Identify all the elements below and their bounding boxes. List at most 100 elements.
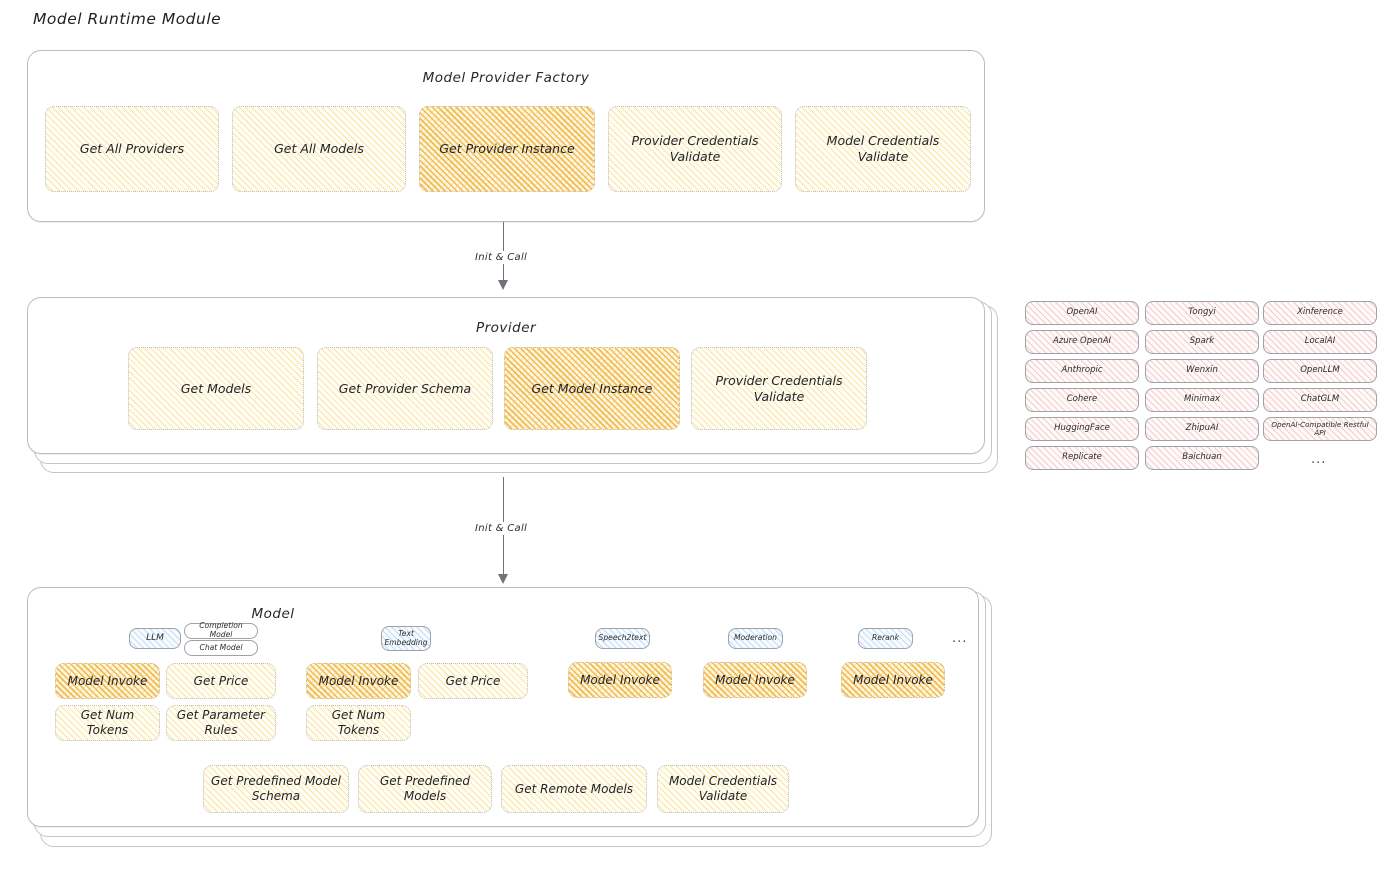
- rerank-op-model-invoke[interactable]: Model Invoke: [841, 662, 945, 698]
- llm-op-model-invoke[interactable]: Model Invoke: [55, 663, 160, 699]
- provider-pill-label: Minimax: [1184, 394, 1220, 405]
- provider-pill-xinference[interactable]: Xinference: [1263, 301, 1377, 325]
- provider-pill-label: Wenxin: [1186, 365, 1218, 376]
- op-label: Get Price: [193, 673, 249, 688]
- provider-node-label: Get Provider Schema: [338, 380, 472, 396]
- text-embedding-op-get-price[interactable]: Get Price: [418, 663, 528, 699]
- factory-node-get-provider-instance[interactable]: Get Provider Instance: [419, 106, 595, 192]
- provider-pill-spark[interactable]: Spark: [1145, 330, 1259, 354]
- provider-pill-label: Baichuan: [1182, 452, 1222, 463]
- provider-node-provider-credentials-validate[interactable]: Provider Credentials Validate: [691, 347, 867, 430]
- model-title: Model: [251, 606, 295, 622]
- provider-pill-openai[interactable]: OpenAI: [1025, 301, 1139, 325]
- provider-pill-openai-compatible-restful-api[interactable]: OpenAI-Compatible Restful API: [1263, 417, 1377, 441]
- model-type-label: Moderation: [733, 633, 777, 643]
- provider-pill-label: Anthropic: [1061, 365, 1103, 376]
- op-label: Get Predefined Models: [379, 774, 471, 803]
- factory-node-label: Get All Models: [274, 141, 364, 157]
- factory-node-get-all-models[interactable]: Get All Models: [232, 106, 406, 192]
- provider-pill-label: ZhipuAI: [1185, 423, 1219, 434]
- text-embedding-op-model-invoke[interactable]: Model Invoke: [306, 663, 411, 699]
- speech2text-op-model-invoke[interactable]: Model Invoke: [568, 662, 672, 698]
- factory-node-model-credentials-validate[interactable]: Model Credentials Validate: [795, 106, 971, 192]
- model-type-label: Rerank: [872, 633, 899, 643]
- op-label: Model Invoke: [580, 672, 660, 687]
- arrow-factory-to-provider-label: Init & Call: [470, 251, 533, 264]
- model-common-op-get-predefined-model-schema[interactable]: Get Predefined Model Schema: [203, 765, 349, 813]
- provider-pill-chatglm[interactable]: ChatGLM: [1263, 388, 1377, 412]
- arrow-provider-to-model-head: [498, 574, 508, 584]
- provider-pill-label: Azure OpenAI: [1052, 336, 1112, 347]
- factory-node-label: Model Credentials Validate: [826, 133, 940, 164]
- provider-pill-label: Xinference: [1297, 307, 1343, 318]
- model-type-pill-llm[interactable]: LLM: [129, 628, 181, 649]
- model-types-more: ...: [952, 631, 968, 646]
- llm-op-get-price[interactable]: Get Price: [166, 663, 276, 699]
- provider-pill-replicate[interactable]: Replicate: [1025, 446, 1139, 470]
- provider-node-get-provider-schema[interactable]: Get Provider Schema: [317, 347, 493, 430]
- provider-pill-label: Replicate: [1062, 452, 1102, 463]
- op-label: Model Invoke: [67, 673, 148, 688]
- model-subtype-label: Completion Model: [199, 621, 243, 639]
- provider-node-label: Get Model Instance: [531, 380, 653, 396]
- model-type-label: LLM: [146, 633, 164, 644]
- model-type-pill-text-embedding[interactable]: Text Embedding: [381, 626, 431, 651]
- provider-pill-minimax[interactable]: Minimax: [1145, 388, 1259, 412]
- provider-pill-azure-openai[interactable]: Azure OpenAI: [1025, 330, 1139, 354]
- llm-op-get-parameter-rules[interactable]: Get Parameter Rules: [166, 705, 276, 741]
- model-common-op-get-predefined-models[interactable]: Get Predefined Models: [358, 765, 492, 813]
- provider-pill-wenxin[interactable]: Wenxin: [1145, 359, 1259, 383]
- model-subtype-pill-completion-model[interactable]: Completion Model: [184, 621, 258, 639]
- arrow-provider-to-model-label: Init & Call: [470, 522, 533, 535]
- model-provider-factory-title: Model Provider Factory: [422, 70, 590, 86]
- model-subtype-label: Chat Model: [199, 642, 243, 652]
- provider-pill-label: OpenAI-Compatible Restful API: [1271, 419, 1369, 437]
- provider-pill-tongyi[interactable]: Tongyi: [1145, 301, 1259, 325]
- provider-node-label: Provider Credentials Validate: [715, 372, 843, 404]
- model-type-pill-speech2text[interactable]: Speech2text: [595, 628, 650, 649]
- op-label: Get Predefined Model Schema: [211, 774, 341, 803]
- provider-pill-label: HuggingFace: [1054, 423, 1110, 434]
- provider-node-get-models[interactable]: Get Models: [128, 347, 304, 430]
- provider-pill-zhipuai[interactable]: ZhipuAI: [1145, 417, 1259, 441]
- provider-pill-baichuan[interactable]: Baichuan: [1145, 446, 1259, 470]
- provider-pill-cohere[interactable]: Cohere: [1025, 388, 1139, 412]
- factory-node-get-all-providers[interactable]: Get All Providers: [45, 106, 219, 192]
- llm-op-get-num-tokens[interactable]: Get Num Tokens: [55, 705, 160, 741]
- provider-pill-label: ChatGLM: [1300, 394, 1340, 405]
- provider-pill-label: OpenLLM: [1300, 365, 1340, 376]
- factory-node-provider-credentials-validate[interactable]: Provider Credentials Validate: [608, 106, 782, 192]
- provider-pill-label: Cohere: [1066, 394, 1098, 405]
- provider-pill-openllm[interactable]: OpenLLM: [1263, 359, 1377, 383]
- factory-node-label: Get All Providers: [79, 141, 185, 157]
- op-label: Model Credentials Validate: [668, 774, 778, 803]
- provider-node-label: Get Models: [180, 380, 252, 396]
- page-title: Model Runtime Module: [33, 10, 222, 28]
- provider-pill-label: LocalAI: [1304, 336, 1336, 347]
- provider-pill-localai[interactable]: LocalAI: [1263, 330, 1377, 354]
- provider-node-get-model-instance[interactable]: Get Model Instance: [504, 347, 680, 430]
- op-label: Model Invoke: [715, 672, 795, 687]
- op-label: Get Num Tokens: [331, 708, 386, 737]
- model-common-op-model-credentials-validate[interactable]: Model Credentials Validate: [657, 765, 789, 813]
- provider-pill-label: Spark: [1189, 336, 1215, 347]
- provider-list-more: ...: [1311, 452, 1327, 467]
- provider-pill-huggingface[interactable]: HuggingFace: [1025, 417, 1139, 441]
- factory-node-label: Provider Credentials Validate: [631, 133, 759, 164]
- op-label: Model Invoke: [318, 673, 399, 688]
- provider-pill-anthropic[interactable]: Anthropic: [1025, 359, 1139, 383]
- model-common-op-get-remote-models[interactable]: Get Remote Models: [501, 765, 647, 813]
- provider-title: Provider: [475, 320, 537, 336]
- model-subtype-pill-chat-model[interactable]: Chat Model: [184, 640, 258, 656]
- arrow-factory-to-provider-head: [498, 280, 508, 290]
- op-label: Get Price: [445, 673, 501, 688]
- model-type-label: Text Embedding: [384, 628, 428, 647]
- op-label: Get Remote Models: [514, 781, 634, 796]
- provider-pill-label: OpenAI: [1066, 307, 1098, 318]
- factory-node-label: Get Provider Instance: [439, 141, 575, 157]
- op-label: Get Parameter Rules: [176, 708, 266, 737]
- model-type-pill-rerank[interactable]: Rerank: [858, 628, 913, 649]
- text-embedding-op-get-num-tokens[interactable]: Get Num Tokens: [306, 705, 411, 741]
- moderation-op-model-invoke[interactable]: Model Invoke: [703, 662, 807, 698]
- model-type-pill-moderation[interactable]: Moderation: [728, 628, 783, 649]
